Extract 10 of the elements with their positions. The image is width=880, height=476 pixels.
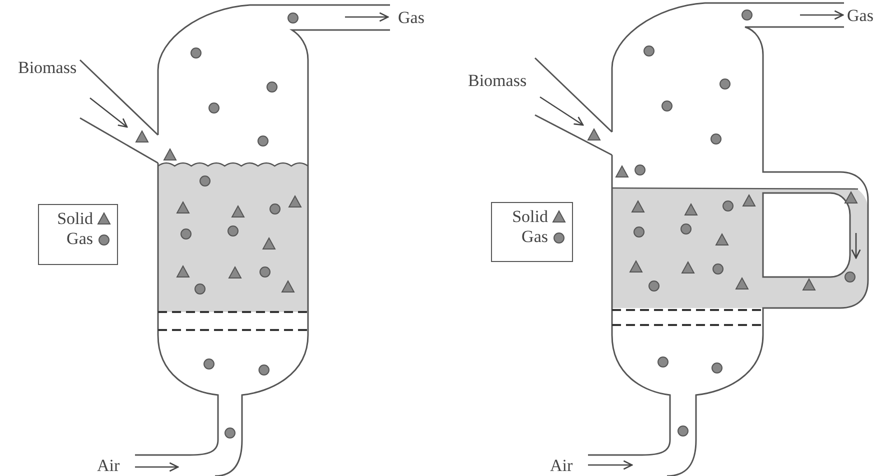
inlet-label: Air [97, 457, 120, 474]
inlet-label: Biomass [468, 72, 527, 89]
legend-text: Gas [66, 229, 93, 250]
outlet-label: Gas [398, 9, 424, 26]
legend-text: Solid [512, 207, 548, 228]
legend-text: Solid [57, 209, 93, 230]
inlet-label: Air [550, 457, 573, 474]
outlet-label: Gas [847, 7, 874, 24]
inlet-label: Biomass [18, 59, 77, 76]
legend-text: Gas [522, 227, 548, 248]
